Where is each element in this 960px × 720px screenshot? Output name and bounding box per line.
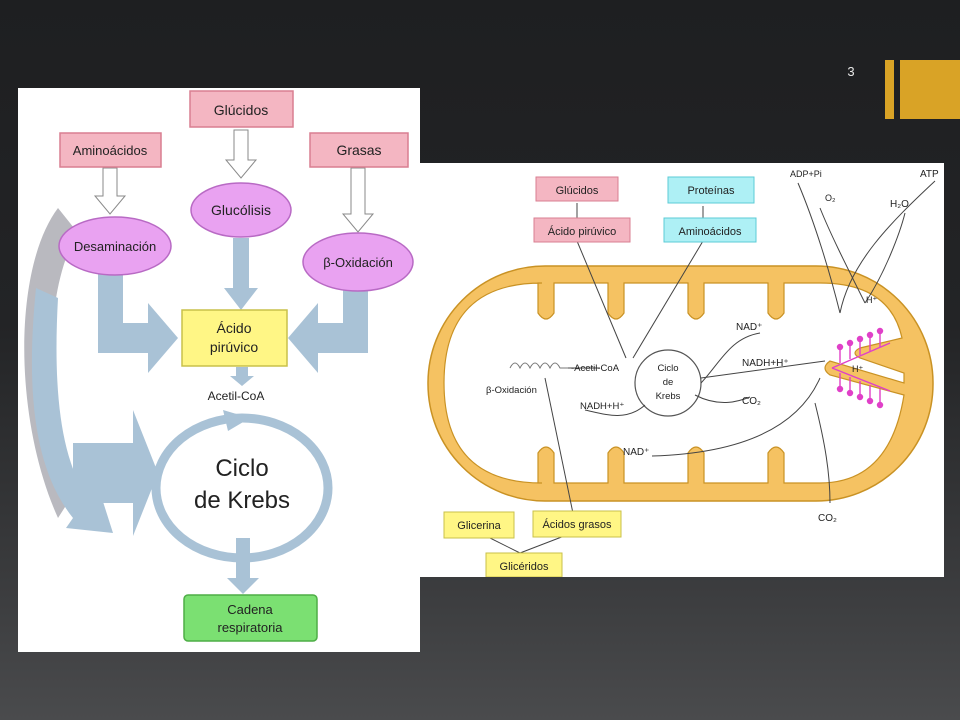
r-label-h-plus-bottom: H⁺ bbox=[852, 364, 863, 374]
accent-bar-thin bbox=[885, 60, 894, 119]
box-grasas bbox=[309, 132, 409, 168]
atp-synthase-group bbox=[831, 327, 891, 409]
r-label-o2: O₂ bbox=[825, 193, 836, 203]
label-krebs-1: Ciclo bbox=[215, 455, 268, 482]
arrow-krebs-cadena bbox=[227, 538, 259, 594]
box-glucidos bbox=[189, 90, 294, 128]
label-glucolisis: Glucólisis bbox=[211, 202, 271, 218]
slide-number: 3 bbox=[847, 64, 855, 79]
r-label-glucidos: Glúcidos bbox=[556, 185, 599, 197]
r-box-glucidos bbox=[535, 176, 619, 202]
r-box-aminoacidos bbox=[663, 217, 757, 243]
arrow-boxidacion-acido bbox=[288, 273, 368, 373]
metabolism-overview-svg: Glúcidos Aminoácidos Grasas Glucólisis D… bbox=[24, 90, 414, 642]
r-label-aminoacidos: Aminoácidos bbox=[679, 226, 742, 238]
ellipse-b-oxidacion bbox=[302, 232, 414, 292]
r-label-krebs-2: de bbox=[663, 377, 674, 388]
ellipse-desaminacion bbox=[58, 216, 172, 276]
label-glucidos: Glúcidos bbox=[214, 102, 268, 118]
box-aminoacidos bbox=[59, 132, 162, 168]
r-label-atp: ATP bbox=[920, 169, 939, 180]
accent-bar-wide bbox=[900, 60, 960, 119]
curved-arrow-left-blue bbox=[31, 288, 114, 533]
label-acido-piruvico-2: pirúvico bbox=[210, 339, 258, 355]
krebs-ring-arrowhead bbox=[223, 410, 250, 431]
r-box-acidos-grasos bbox=[532, 510, 622, 538]
r-label-glicerina: Glicerina bbox=[457, 520, 501, 532]
b-oxidation-spiral bbox=[509, 362, 568, 370]
mitochondria-svg: Ciclo de Krebs Glúcidos bbox=[427, 169, 939, 577]
label-cadena-1: Cadena bbox=[227, 602, 273, 617]
arrow-grasas-boxidacion bbox=[341, 167, 375, 233]
label-cadena-2: respiratoria bbox=[217, 620, 283, 635]
label-krebs-2: de Krebs bbox=[194, 487, 290, 514]
r-label-h2o: H₂O bbox=[890, 199, 909, 210]
label-b-oxidacion: β-Oxidación bbox=[323, 255, 393, 270]
r-label-nadh-right: NADH+H⁺ bbox=[742, 358, 789, 369]
r-box-gliceridos bbox=[485, 552, 563, 577]
r-label-co2-inner: CO₂ bbox=[742, 396, 761, 407]
r-label-proteinas: Proteínas bbox=[687, 185, 735, 197]
label-grasas: Grasas bbox=[336, 142, 381, 158]
arrow-desaminacion-acido bbox=[98, 273, 178, 373]
arrow-glucolisis-acido bbox=[224, 238, 258, 310]
r-box-proteinas bbox=[667, 176, 755, 204]
box-cadena-respiratoria bbox=[183, 594, 318, 642]
r-label-nadh-left: NADH+H⁺ bbox=[580, 401, 624, 412]
r-box-glicerina bbox=[443, 511, 515, 539]
label-acetil-coa: Acetil-CoA bbox=[208, 389, 265, 403]
arrow-glucidos-glucolisis bbox=[224, 129, 258, 179]
r-label-acetil-coa: -Acetil-CoA bbox=[571, 363, 620, 374]
r-label-adp-pi: ADP+Pi bbox=[790, 169, 822, 179]
r-label-nad-bottom: NAD⁺ bbox=[623, 447, 649, 458]
r-label-co2-outer: CO₂ bbox=[818, 513, 837, 524]
box-acido-piruvico bbox=[181, 309, 288, 367]
r-label-acidos-grasos: Ácidos grasos bbox=[542, 518, 612, 531]
r-label-nad-top: NAD⁺ bbox=[736, 322, 762, 333]
r-label-acido-piruvico: Ácido pirúvico bbox=[548, 225, 616, 238]
r-box-acido-piruvico bbox=[533, 217, 631, 243]
r-label-gliceridos: Glicéridos bbox=[500, 561, 549, 573]
arrow-into-krebs bbox=[73, 410, 158, 536]
mitochondria-diagram: Ciclo de Krebs Glúcidos bbox=[420, 163, 944, 577]
arrow-aminoacidos-desaminacion bbox=[93, 167, 127, 215]
r-label-krebs-3: Krebs bbox=[656, 391, 681, 402]
label-desaminacion: Desaminación bbox=[74, 239, 156, 254]
r-label-krebs-1: Ciclo bbox=[657, 363, 678, 374]
label-acido-piruvico-1: Ácido bbox=[216, 320, 251, 336]
label-aminoacidos: Aminoácidos bbox=[73, 143, 148, 158]
metabolism-overview-diagram: Glúcidos Aminoácidos Grasas Glucólisis D… bbox=[18, 88, 420, 652]
r-label-h-plus-top: H⁺ bbox=[866, 295, 877, 305]
r-label-b-oxidacion: β-Oxidación bbox=[486, 385, 537, 396]
ellipse-glucolisis bbox=[190, 182, 292, 238]
arrow-acido-acetil bbox=[230, 367, 254, 386]
